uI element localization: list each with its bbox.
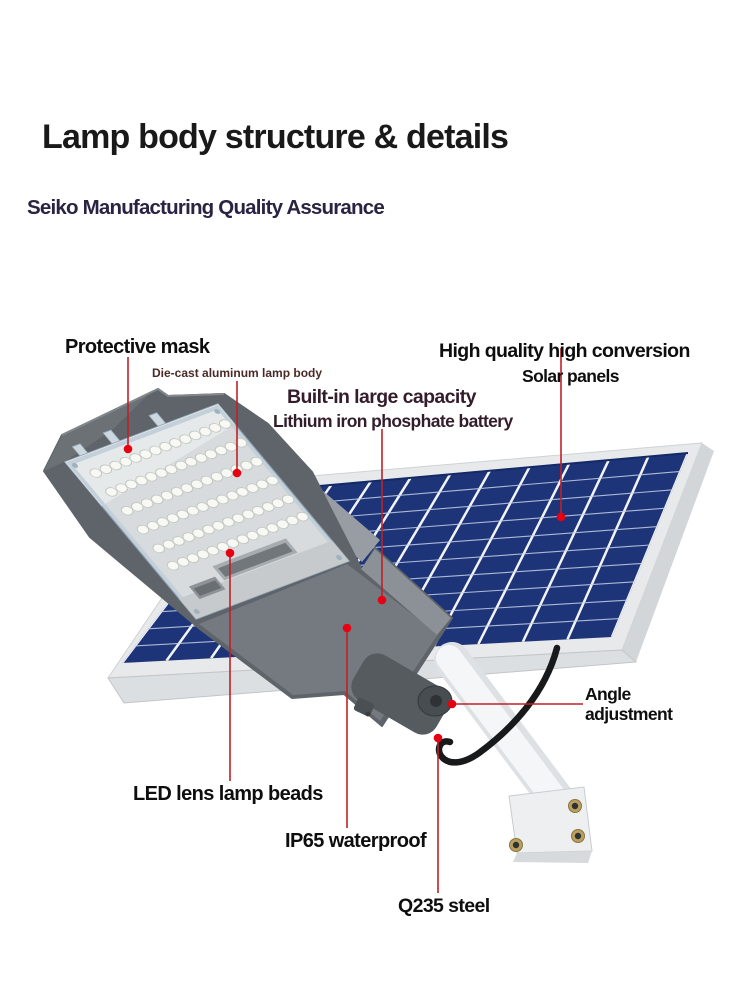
led-bead (204, 449, 218, 459)
callout-solar-line2: Solar panels (522, 366, 619, 386)
callout-led-beads: LED lens lamp beads (133, 783, 323, 805)
led-bead (89, 468, 103, 478)
led-bead (266, 475, 279, 486)
led-bead (105, 487, 118, 497)
callout-battery-line2: Lithium iron phosphate battery (273, 411, 513, 431)
page-subtitle: Seiko Manufacturing Quality Assurance (27, 196, 385, 219)
led-bead (196, 502, 209, 512)
led-bead (152, 543, 165, 554)
panel-top-shadow (251, 452, 689, 493)
led-bead (224, 441, 238, 452)
dot-protective-mask (123, 444, 133, 454)
power-cable (435, 644, 561, 766)
led-bead (172, 536, 185, 546)
led-bead (281, 494, 295, 505)
dot-solar-panels (556, 512, 566, 522)
led-bead (226, 538, 240, 548)
led-bead (208, 423, 222, 433)
led-bead (192, 528, 205, 539)
led-bead (188, 430, 202, 441)
led-bead (129, 453, 142, 463)
joint-bolt (430, 695, 442, 707)
led-bead (120, 506, 134, 516)
dot-battery (377, 595, 387, 605)
led-bead (251, 505, 265, 516)
bolt-head (571, 802, 579, 810)
lamp-housing-bevel (361, 549, 451, 635)
led-bead (186, 553, 200, 563)
dot-ip65 (342, 623, 352, 633)
lamp-head (43, 387, 453, 727)
dot-die-cast (232, 468, 242, 478)
callout-ip65: IP65 waterproof (285, 830, 427, 852)
led-bead (218, 419, 232, 429)
led-bead (216, 494, 229, 505)
led-bead (256, 479, 269, 490)
led-bead (145, 472, 158, 482)
led-bead (169, 438, 182, 448)
callout-protective-mask: Protective mask (65, 336, 210, 358)
led-bead (200, 475, 214, 486)
led-bead (236, 487, 249, 497)
led-bead (240, 460, 253, 471)
callout-angle-adjustment: Angle adjustment (585, 684, 673, 724)
led-bead (271, 498, 285, 508)
callout-solar-line1: High quality high conversion (439, 340, 690, 362)
led-bead (136, 524, 150, 535)
vent-grille-2-slot (193, 580, 222, 597)
led-bead (212, 521, 225, 531)
led-bead (109, 460, 122, 471)
led-bead (220, 468, 233, 478)
led-bead (125, 479, 138, 490)
page-title: Lamp body structure & details (42, 118, 509, 156)
led-bead (180, 483, 194, 493)
led-bead (246, 530, 259, 541)
cover-bottom-shade (178, 540, 349, 619)
cover-screw (336, 555, 343, 561)
led-bead (166, 560, 180, 571)
callout-battery-line1: Built-in large capacity (287, 386, 476, 408)
dot-led-beads (225, 548, 235, 558)
joint-clamp (353, 697, 375, 717)
led-bead (250, 456, 263, 467)
callout-die-cast-body: Die-cast aluminum lamp body (152, 366, 323, 380)
led-bead (140, 498, 154, 508)
bolt-head (574, 832, 582, 840)
clamp-screw (365, 711, 371, 717)
cover-screw (214, 409, 221, 415)
led-bead (156, 517, 170, 527)
bolt-head (512, 841, 520, 849)
vent-grille-slot (218, 542, 293, 577)
dot-angle-adjustment (447, 699, 457, 709)
bolts (509, 799, 585, 852)
leader-dots (123, 444, 566, 743)
led-bead (176, 509, 189, 520)
mounting-plate-edge (513, 851, 592, 863)
led-bead (160, 490, 174, 501)
joint-knuckle (351, 653, 449, 735)
led-bead (149, 445, 162, 456)
callout-q235: Q235 steel (398, 895, 490, 917)
led-bead (296, 511, 309, 522)
led-bead (184, 457, 198, 467)
led-bead (206, 545, 220, 556)
led-bead (286, 515, 299, 526)
cover-screw (71, 462, 78, 468)
leader-lines (127, 348, 583, 893)
lamp-cover (63, 403, 351, 620)
lamp-nose-chamfer (44, 393, 150, 471)
led-bead (266, 523, 279, 533)
led-bead (231, 513, 245, 523)
led-bead (164, 464, 178, 475)
lamp-top-edge (61, 387, 225, 436)
cover-screw (193, 608, 200, 614)
panel-frame-side (622, 443, 714, 662)
dot-q235 (433, 733, 443, 743)
led-array (89, 419, 309, 571)
